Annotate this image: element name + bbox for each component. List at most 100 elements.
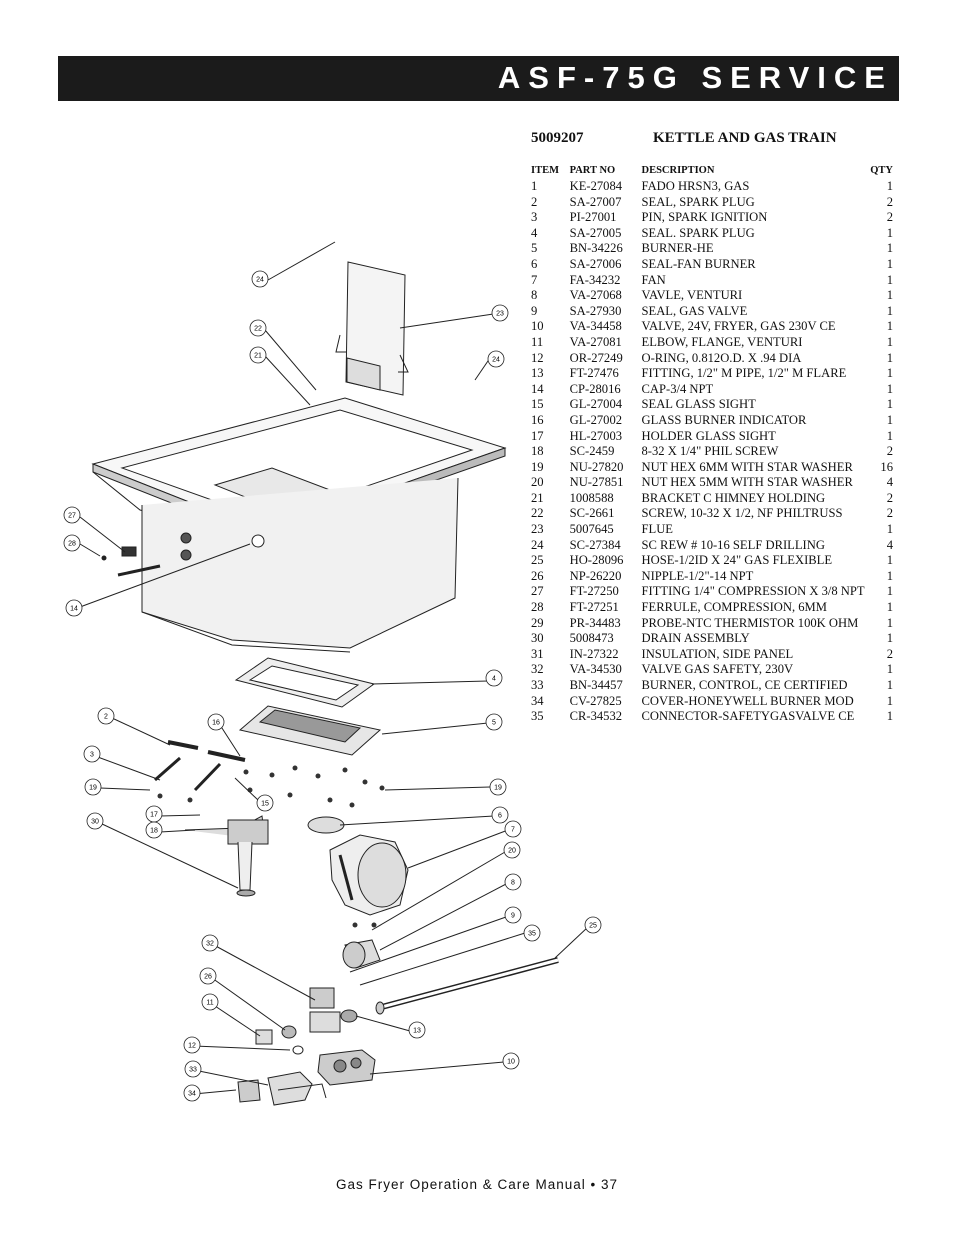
cell-qty: 1 [886,568,893,583]
callout-14: 14 [65,599,83,617]
cell-description: PROBE-NTC THERMISTOR 100K OHM [641,615,859,630]
cell-part-no: NU-27820 [569,459,624,474]
cell-part-no: KE-27084 [569,179,623,193]
cell-description: NIPPLE-1/2"-14 NPT [641,568,754,583]
cell-item: 22 [531,506,544,521]
cell-qty: 1 [886,678,893,692]
cell-qty: 1 [886,428,893,443]
cell-qty: 1 [886,600,893,615]
callout-19: 19 [489,778,507,796]
cell-qty: 2 [886,646,893,661]
cell-item: 5 [531,241,538,256]
cell-qty: 1 [886,412,893,427]
cell-part-no: SA-27007 [569,194,622,209]
cell-part-no: IN-27322 [569,646,619,661]
callout-label: 24 [256,277,264,284]
callout-3: 3 [83,745,101,763]
callout-28: 28 [63,534,81,552]
cell-part-no: SC-27384 [569,537,621,552]
callout-label: 6 [498,813,502,820]
cell-item: 33 [531,678,544,692]
cell-part-no: 1008588 [569,490,614,505]
cell-item: 18 [531,444,544,459]
cell-part-no: HO-28096 [569,553,624,568]
cell-description: SEAL, SPARK PLUG [641,194,755,209]
callout-label: 7 [511,827,515,834]
cell-item: 20 [531,475,544,490]
cell-description: HOSE-1/2ID X 24" GAS FLEXIBLE [641,553,833,568]
callout-33: 33 [184,1060,202,1078]
cell-description: SEAL, GAS VALVE [641,303,748,318]
cell-item: 4 [531,225,538,240]
cell-qty: 1 [886,241,893,256]
cell-item: 29 [531,615,544,630]
callout-label: 16 [212,720,220,727]
cell-part-no: CR-34532 [569,709,623,724]
cell-qty: 1 [886,366,893,381]
callout-4: 4 [485,669,503,687]
cell-item: 32 [531,662,544,677]
table-header-row: ITEM PART NO DESCRIPTION QTY [531,163,893,179]
cell-qty: 1 [886,225,893,240]
cell-description: PIN, SPARK IGNITION [641,210,768,225]
cell-item: 28 [531,600,544,615]
callout-label: 23 [496,311,504,318]
cell-qty: 1 [886,397,893,412]
cell-item: 34 [531,693,544,708]
cell-description: CAP-3/4 NPT [641,381,714,396]
cell-item: 14 [531,381,544,396]
callout-26: 26 [199,967,217,985]
cell-qty: 1 [886,522,893,537]
col-desc-header: DESCRIPTION [641,165,715,176]
cell-qty: 1 [886,584,893,599]
cell-item: 19 [531,459,544,474]
table-row: 27 FT-27250 FITTING 1/4" COMPRESSION X 3/8… [531,584,893,600]
cell-item: 30 [531,631,544,646]
cell-description: ELBOW, FLANGE, VENTURI [641,334,803,349]
cell-part-no: GL-27004 [569,397,623,412]
cell-qty: 16 [880,459,893,474]
cell-item: 27 [531,584,544,599]
cell-description: INSULATION, SIDE PANEL [641,646,794,661]
cell-part-no: FT-27476 [569,366,619,381]
callout-label: 30 [91,819,99,826]
cell-part-no: 5007645 [569,522,614,537]
page-title: ASF-75G SERVICE [497,60,893,95]
cell-part-no: SA-27930 [569,303,622,318]
cell-description: NUT HEX 6MM WITH STAR WASHER [641,459,853,474]
cell-item: 10 [531,319,544,334]
callout-label: 19 [494,785,502,792]
cell-qty: 4 [886,537,893,552]
cell-part-no: CP-28016 [569,381,621,396]
cell-description: SCREW, 10-32 X 1/2, NF PHILTRUSS [641,506,843,521]
cell-part-no: PR-34483 [569,615,621,630]
cell-part-no: FT-27250 [569,584,619,599]
cell-qty: 1 [886,709,893,724]
cell-item: 2 [531,194,538,209]
callout-9: 9 [504,906,522,924]
cell-item: 1 [531,179,538,193]
callout-8: 8 [504,873,522,891]
cell-part-no: SA-27005 [569,225,622,240]
callout-30: 30 [86,812,104,830]
cell-item: 13 [531,366,544,381]
callout-label: 12 [188,1043,196,1050]
callout-label: 3 [90,752,94,759]
cell-part-no: VA-34458 [569,319,622,334]
callout-5: 5 [485,713,503,731]
cell-part-no: FT-27251 [569,600,619,615]
cell-description: VALVE GAS SAFETY, 230V [641,662,794,677]
cell-description: FITTING 1/4" COMPRESSION X 3/8 NPT [641,584,865,599]
